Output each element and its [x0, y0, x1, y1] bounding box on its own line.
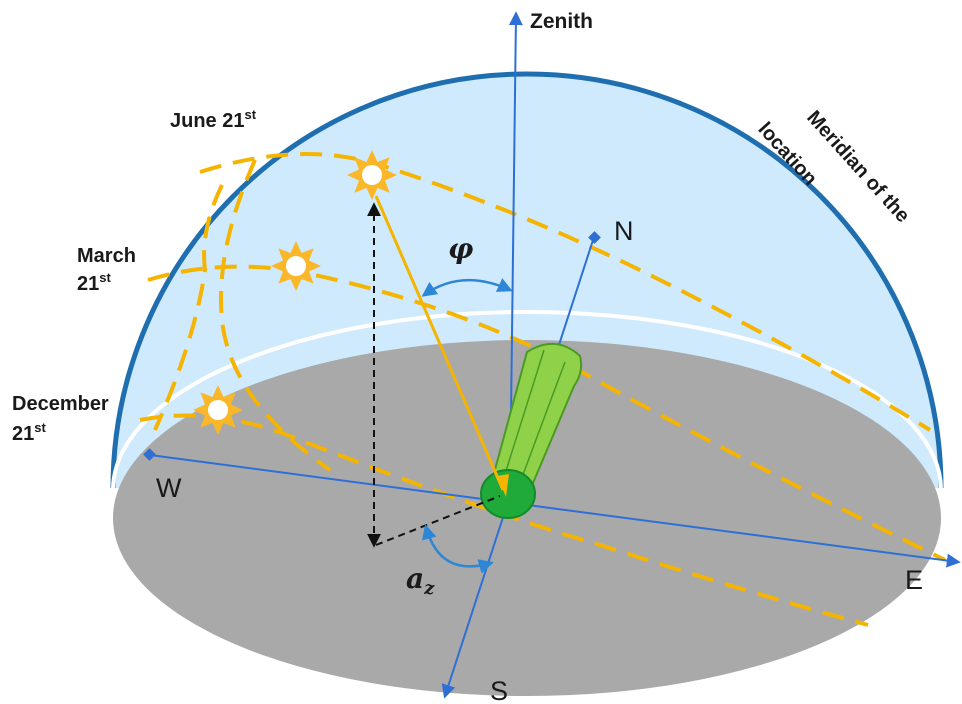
meridian-arc-dashed	[218, 159, 332, 472]
zenith-angle-arc	[421, 278, 513, 297]
zenith-angle-label: φ	[448, 232, 474, 265]
sun-ray	[374, 195, 505, 491]
ground-projection-dashed	[375, 495, 501, 546]
north-label: N	[614, 216, 634, 246]
azimuth-angle-label: az	[406, 562, 435, 599]
march-label-line1: March	[77, 245, 136, 267]
azimuth-angle-arc	[421, 524, 494, 574]
sun-icon	[193, 385, 243, 435]
solar-collector-icon	[480, 343, 583, 519]
west-label: W	[156, 473, 182, 503]
zenith-label: Zenith	[530, 10, 593, 33]
december-label-line1: December	[12, 393, 109, 415]
ground-plane	[113, 340, 941, 696]
sun-paths	[139, 152, 946, 627]
dome-outline	[110, 71, 944, 489]
south-label: S	[490, 676, 508, 704]
sun-icon	[271, 241, 321, 291]
meridian-arc-dashed-outer	[153, 184, 224, 431]
east-west-axis	[149, 454, 961, 568]
december-label-line2: 21st	[12, 420, 46, 445]
west-marker	[143, 448, 156, 461]
sun-path-december	[139, 413, 869, 627]
sun-path-june	[199, 152, 932, 432]
sun-icon	[347, 150, 397, 200]
sun-path-march	[147, 264, 946, 562]
sun-ray-arrowhead	[497, 474, 509, 497]
east-label: E	[905, 565, 923, 595]
march-label-line2: 21st	[77, 270, 111, 295]
june-label: June 21st	[170, 107, 257, 132]
